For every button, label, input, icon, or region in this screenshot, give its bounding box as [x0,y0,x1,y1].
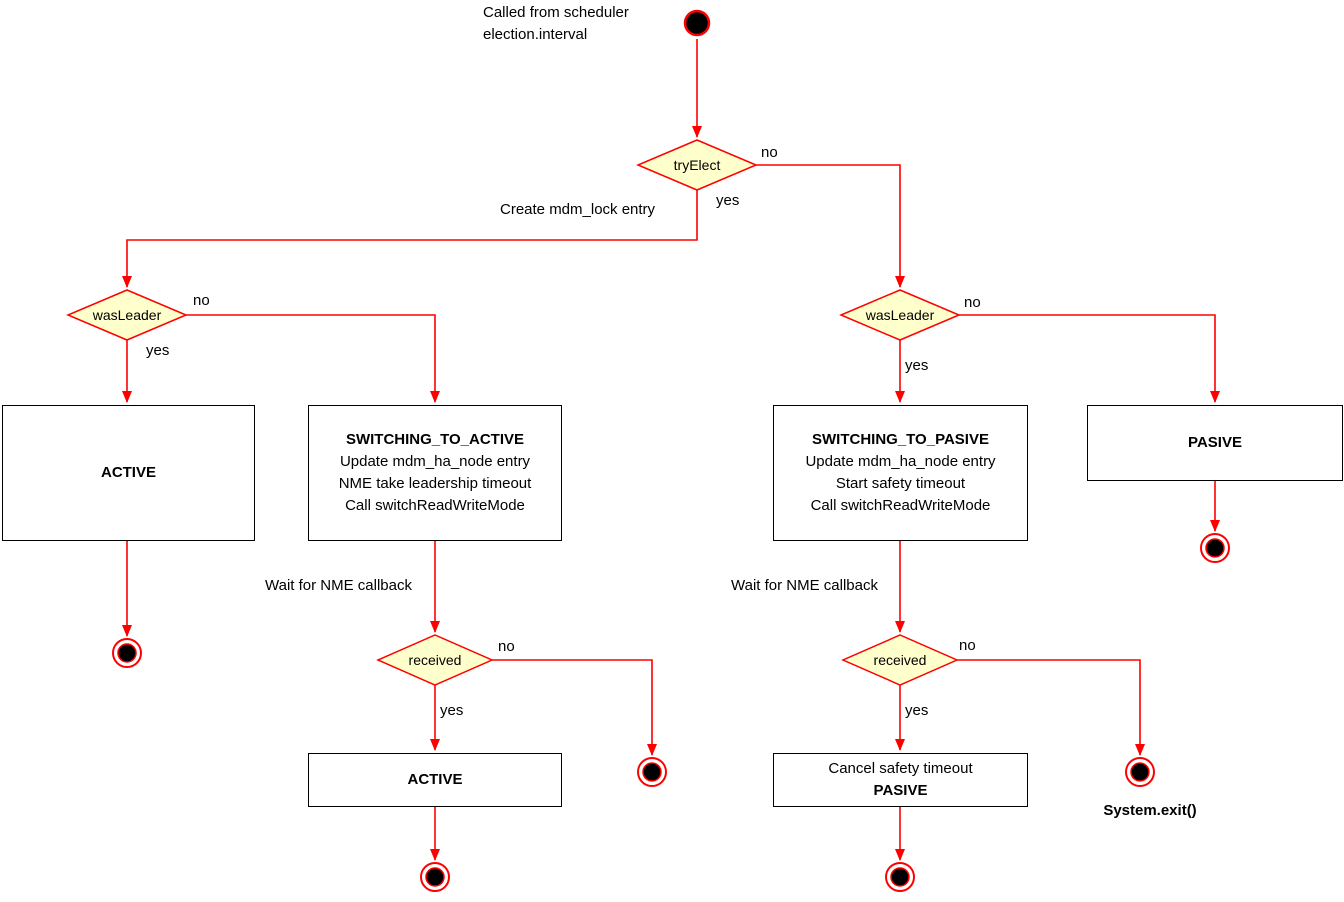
decision-wasleader-left-label: wasLeader [92,307,162,323]
edge-label-wasleader-right-yes: yes [905,357,929,374]
node-switching-to-pasive: SWITCHING_TO_PASIVE Update mdm_ha_node e… [773,405,1028,541]
edge-tryelect-no [756,164,905,288]
tryelect-diamond [636,139,758,191]
edge-label-wasleader-left-yes: yes [146,342,170,359]
node-switching-to-pasive-title: SWITCHING_TO_PASIVE [812,431,989,448]
decision-received-left-label: received [408,652,462,668]
node-switching-to-pasive-line3: Call switchReadWriteMode [810,497,991,514]
node-cancel-pasive-line1: Cancel safety timeout [828,760,973,777]
node-switching-to-active: SWITCHING_TO_ACTIVE Update mdm_ha_node e… [308,405,562,541]
wasleader-right-diamond [839,289,961,341]
node-cancel-pasive: Cancel safety timeout PASIVE [773,753,1028,807]
edge-label-received-left-no: no [498,638,515,655]
edge-received-left-no [492,659,657,756]
end-node-pasive-right [1200,533,1230,563]
node-active-left: ACTIVE [2,405,255,541]
node-switching-to-pasive-line2: Start safety timeout [835,475,966,492]
received-right-diamond [841,634,959,686]
start-note-line1: Called from scheduler [483,4,629,21]
node-cancel-pasive-title: PASIVE [873,782,928,799]
edge-label-wasleader-right-no: no [964,294,981,311]
node-switching-to-active-line1: Update mdm_ha_node entry [339,453,531,470]
node-pasive-right: PASIVE [1087,405,1343,481]
edge-label-wait-nme-right: Wait for NME callback [731,577,878,594]
annotation-system-exit: System.exit() [1103,802,1197,819]
edge-received-right-no [957,659,1145,756]
edge-label-wait-nme-left: Wait for NME callback [265,577,412,594]
end-node-active-left [112,638,142,668]
start-node [683,9,711,37]
node-active-bottom-title: ACTIVE [407,771,463,788]
start-note: Called from scheduler election.interval [483,2,629,46]
edge-label-tryelect-yes: yes [716,192,740,209]
decision-wasleader-right-label: wasLeader [865,307,935,323]
node-pasive-right-title: PASIVE [1188,434,1242,451]
end-node-received-left-no [637,757,667,787]
edge-wasleader-right-no [959,314,1220,403]
decision-received-right-label: received [873,652,927,668]
node-active-bottom: ACTIVE [308,753,562,807]
edge-tryelect-yes [122,190,698,288]
edge-label-wasleader-left-no: no [193,292,210,309]
node-active-left-title: ACTIVE [100,464,156,481]
end-node-system-exit [1125,757,1155,787]
end-node-active-bottom [420,862,450,892]
node-switching-to-active-line3: Call switchReadWriteMode [345,497,525,514]
edge-label-tryelect-no: no [761,144,778,161]
edge-label-create-lock: Create mdm_lock entry [500,201,656,218]
decision-tryelect-label: tryElect [673,157,721,173]
start-note-line2: election.interval [483,26,588,43]
wasleader-left-diamond [66,289,188,341]
edge-label-received-left-yes: yes [440,702,464,719]
edge-wasleader-left-no [186,314,440,403]
edge-label-received-right-no: no [959,637,976,654]
edge-label-received-right-yes: yes [905,702,929,719]
end-node-cancel-pasive [885,862,915,892]
node-switching-to-pasive-line1: Update mdm_ha_node entry [805,453,996,470]
received-left-diamond [376,634,494,686]
node-switching-to-active-line2: NME take leadership timeout [338,475,532,492]
node-switching-to-active-title: SWITCHING_TO_ACTIVE [345,431,525,448]
